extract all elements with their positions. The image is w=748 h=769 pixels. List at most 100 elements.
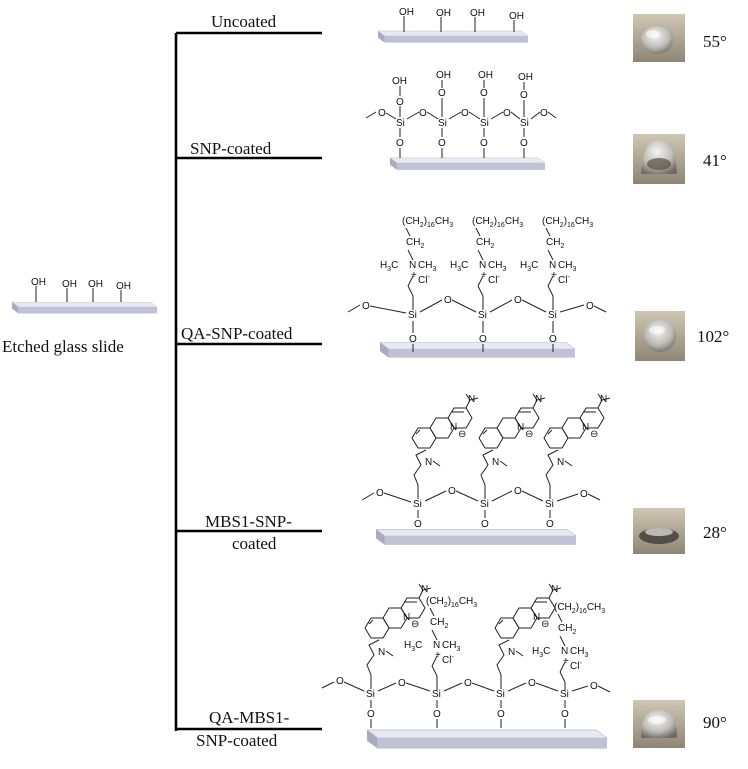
acridine-ring-system xyxy=(478,393,546,449)
o-atom: O xyxy=(514,295,522,306)
o-atom: O xyxy=(398,678,406,689)
acridine-ring-system xyxy=(364,583,432,639)
uncoated-structure: OH OH OH OH xyxy=(378,7,528,44)
n-atom: N xyxy=(479,260,486,271)
mbs1-arm: N ⊖ N N xyxy=(494,583,562,689)
contact-angle-value: 28° xyxy=(703,523,727,542)
alkyl-chain-label: (CH2)16CH3 xyxy=(402,216,453,229)
qa-arm: H3C N + CH3 Cl- CH2 (CH2)16CH3 xyxy=(520,216,593,310)
droplet-photo xyxy=(633,508,685,554)
droplet-photo xyxy=(635,311,685,361)
qa-arm: H3C N + CH3 Cl- CH2 (CH2)16CH3 xyxy=(532,602,605,690)
h3c-label: H3C xyxy=(380,260,398,273)
droplet-photo xyxy=(633,14,685,62)
n-atom: N xyxy=(450,422,457,433)
ch3-label: CH3 xyxy=(418,260,436,273)
ch2-label: CH2 xyxy=(558,623,576,636)
o-atom: O xyxy=(376,488,384,499)
droplet-photo xyxy=(633,700,685,748)
glass-slide xyxy=(390,157,545,171)
si-atom: Si xyxy=(396,118,405,129)
si-atom: Si xyxy=(520,118,529,129)
oh-label: OH xyxy=(62,279,77,290)
n-atom: N xyxy=(561,646,568,657)
mbs1-arm: N ⊖ N N xyxy=(411,393,479,499)
o-atom: O xyxy=(546,519,554,530)
siloxane-backbone: O Si O Si O Si O O O O xyxy=(361,486,601,530)
si-atom: Si xyxy=(438,118,447,129)
ch3-label: CH3 xyxy=(442,640,460,653)
h3c-label: H3C xyxy=(404,640,422,653)
mbs1-arm: N ⊖ N N xyxy=(478,393,546,499)
n-atom: N xyxy=(508,647,515,658)
si-atom: Si xyxy=(480,499,489,510)
cl-counterion: Cl- xyxy=(418,274,430,286)
branch-label-qa-mbs1-line1: QA-MBS1- xyxy=(209,708,290,727)
n-atom: N xyxy=(533,612,540,623)
o-atom: O xyxy=(414,519,422,530)
o-atom: O xyxy=(396,97,404,108)
cl-counterion: Cl- xyxy=(558,274,570,286)
oh-label: OH xyxy=(392,76,407,87)
o-atom: O xyxy=(367,709,375,720)
qa-arm: H3C N + CH3 Cl- CH2 (CH2)16CH3 xyxy=(404,596,477,690)
si-atom: Si xyxy=(478,310,487,321)
o-atom: O xyxy=(503,108,511,119)
o-atom: O xyxy=(409,334,417,345)
contact-angle-value: 90° xyxy=(703,713,727,732)
oh-label: OH xyxy=(518,72,533,83)
acridine-ring-system xyxy=(494,583,562,639)
branch-label-snp: SNP-coated xyxy=(190,139,272,158)
charge-label: ⊖ xyxy=(541,619,549,630)
alkyl-chain-label: (CH2)16CH3 xyxy=(472,216,523,229)
n-atom: N xyxy=(551,584,558,595)
acridine-ring-system xyxy=(543,393,611,449)
o-atom: O xyxy=(461,108,469,119)
o-atom: O xyxy=(586,301,594,312)
charge-label: ⊖ xyxy=(411,619,419,630)
o-atom: O xyxy=(419,108,427,119)
glass-slide xyxy=(366,729,608,750)
si-atom: Si xyxy=(496,689,505,700)
n-atom: N xyxy=(549,260,556,271)
mbs1-arm: N ⊖ N N xyxy=(364,583,432,689)
n-atom: N xyxy=(468,394,475,405)
n-charge: + xyxy=(435,650,441,661)
o-atom: O xyxy=(378,108,386,119)
acridine-ring-system xyxy=(411,393,479,449)
o-atom: O xyxy=(481,519,489,530)
etched-glass-slide: OH OH OH OH Etched glass slide xyxy=(2,277,157,356)
glass-slide xyxy=(378,30,528,44)
ch2-label: CH2 xyxy=(430,617,448,630)
cl-counterion: Cl- xyxy=(570,660,582,672)
n-atom: N xyxy=(433,640,440,651)
o-atom: O xyxy=(336,676,344,687)
o-atom: O xyxy=(444,295,452,306)
oh-label: OH xyxy=(31,277,46,288)
n-atom: N xyxy=(421,584,428,595)
oh-label: OH xyxy=(478,70,493,81)
oh-label: OH xyxy=(88,279,103,290)
o-atom: O xyxy=(590,681,598,692)
branch-label-qa-snp: QA-SNP-coated xyxy=(181,324,293,343)
branch-label-qa-mbs1-line2: SNP-coated xyxy=(196,731,278,750)
branch-labels: Uncoated SNP-coated QA-SNP-coated MBS1-S… xyxy=(181,12,293,750)
droplet-photo xyxy=(633,134,685,184)
charge-label: ⊖ xyxy=(525,429,533,440)
oh-label: OH xyxy=(436,70,451,81)
si-atom: Si xyxy=(432,689,441,700)
oh-label: OH xyxy=(436,8,451,19)
o-atom: O xyxy=(561,709,569,720)
n-charge: + xyxy=(563,656,569,667)
contact-angle-value: 102° xyxy=(697,327,729,346)
silica-network: Si Si Si Si O O O O O O OH O OH O xyxy=(365,70,557,158)
o-atom: O xyxy=(480,88,488,99)
o-atom: O xyxy=(528,678,536,689)
cl-counterion: Cl- xyxy=(442,654,454,666)
o-atom: O xyxy=(479,334,487,345)
qa-snp-structure: O Si O Si O Si O O O O H3C N + CH3 Cl- xyxy=(347,216,607,359)
n-atom: N xyxy=(403,612,410,623)
ch2-label: CH2 xyxy=(406,237,424,250)
o-atom: O xyxy=(464,678,472,689)
